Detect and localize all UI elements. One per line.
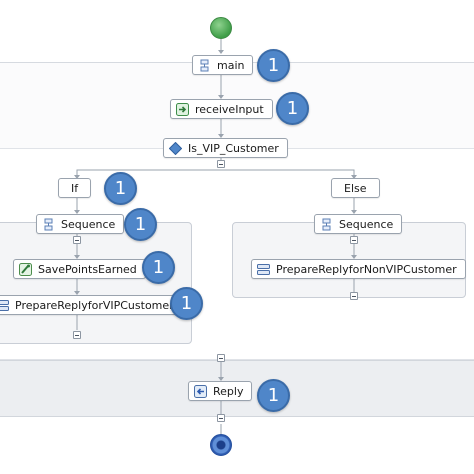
main-scope-node[interactable]: main <box>192 55 254 75</box>
java-snippet-icon <box>19 262 32 276</box>
if-sequence-end-toggle[interactable] <box>73 331 81 339</box>
if-branch-label: If <box>71 181 79 195</box>
reply-icon <box>194 384 207 398</box>
end-event-icon[interactable] <box>210 434 232 456</box>
is-vip-customer-node[interactable]: Is_VIP_Customer <box>163 138 288 158</box>
save-points-earned-count-badge: 1 <box>142 251 175 284</box>
decision-icon <box>169 141 182 155</box>
prepare-reply-non-vip-node[interactable]: PrepareReplyforNonVIPCustomer <box>251 259 466 279</box>
if-sequence-node[interactable]: Sequence <box>36 214 125 234</box>
receive-input-label: receiveInput <box>195 102 264 116</box>
receive-input-count-badge: 1 <box>276 92 309 125</box>
scope-icon <box>198 59 211 72</box>
reply-node[interactable]: Reply <box>188 381 253 401</box>
prepare-reply-vip-node[interactable]: PrepareReplyforVIPCustomer <box>0 295 183 315</box>
assign-icon <box>0 299 9 312</box>
else-sequence-collapse-toggle[interactable] <box>350 236 358 244</box>
reply-count-badge: 1 <box>257 379 290 412</box>
save-points-earned-label: SavePointsEarned <box>38 262 137 276</box>
receive-input-node[interactable]: receiveInput <box>170 99 273 119</box>
prepare-reply-vip-count-badge: 1 <box>170 287 203 320</box>
if-branch-count-badge: 1 <box>104 172 137 205</box>
assign-icon <box>257 263 270 276</box>
else-sequence-label: Sequence <box>339 217 394 231</box>
choice-collapse-toggle[interactable] <box>217 160 225 168</box>
else-branch-label: Else <box>344 181 367 195</box>
prepare-reply-non-vip-label: PrepareReplyforNonVIPCustomer <box>276 262 457 276</box>
else-sequence-end-toggle[interactable] <box>350 292 358 300</box>
else-sequence-node[interactable]: Sequence <box>314 214 403 234</box>
if-branch-node[interactable]: If <box>58 178 92 198</box>
sequence-icon <box>42 218 55 231</box>
main-count-badge: 1 <box>257 49 290 82</box>
reply-label: Reply <box>213 384 244 398</box>
if-sequence-label: Sequence <box>61 217 116 231</box>
is-vip-customer-label: Is_VIP_Customer <box>188 141 279 155</box>
choice-end-toggle[interactable] <box>217 354 225 362</box>
if-sequence-collapse-toggle[interactable] <box>73 236 81 244</box>
reply-collapse-toggle[interactable] <box>217 414 225 422</box>
prepare-reply-vip-label: PrepareReplyforVIPCustomer <box>15 298 174 312</box>
main-label: main <box>217 58 245 72</box>
receive-icon <box>176 102 189 116</box>
start-event-icon[interactable] <box>210 17 232 39</box>
if-sequence-count-badge: 1 <box>124 208 157 241</box>
sequence-icon <box>320 218 333 231</box>
save-points-earned-node[interactable]: SavePointsEarned <box>13 259 146 279</box>
else-branch-node[interactable]: Else <box>331 178 380 198</box>
